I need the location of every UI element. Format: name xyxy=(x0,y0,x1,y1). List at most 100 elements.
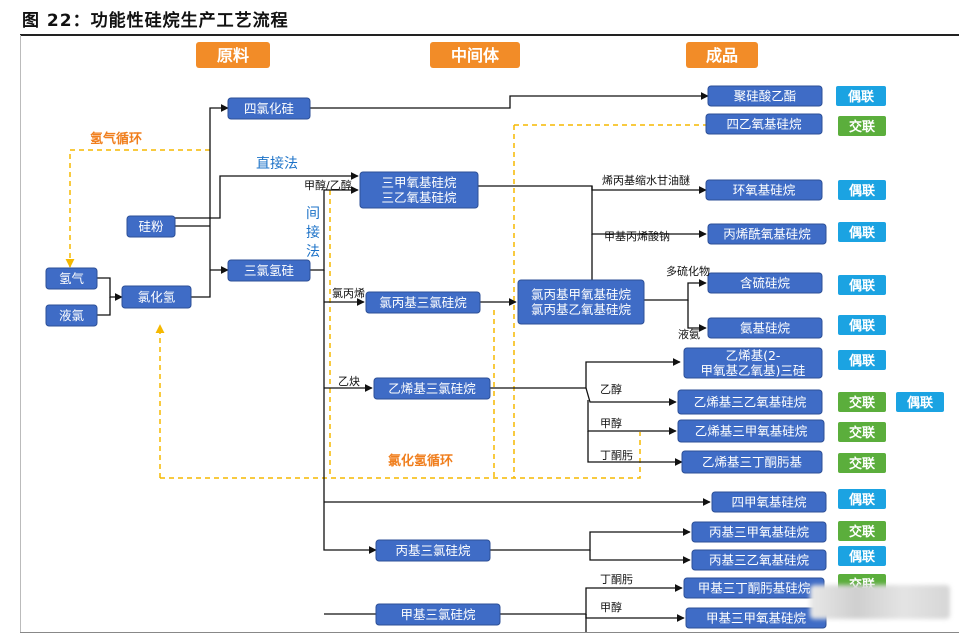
node-p-13: 丙基三乙氧基硅烷 xyxy=(691,549,827,571)
svg-text:偶联: 偶联 xyxy=(849,183,875,199)
svg-text:交联: 交联 xyxy=(849,119,875,135)
svg-text:偶联: 偶联 xyxy=(849,225,875,241)
svg-text:乙烯基三甲氧基硅烷: 乙烯基三甲氧基硅烷 xyxy=(695,424,808,439)
node-p-8: 乙烯基三乙氧基硅烷 xyxy=(677,389,823,415)
badge-b-8b: 偶联 xyxy=(896,392,944,412)
svg-text:丙烯酰氧基硅烷: 丙烯酰氧基硅烷 xyxy=(723,227,811,242)
svg-text:交联: 交联 xyxy=(849,456,875,472)
node-p-11: 四甲氧基硅烷 xyxy=(711,491,827,513)
figure-title: 图 22：功能性硅烷生产工艺流程 xyxy=(22,11,289,31)
badge-b-5: 偶联 xyxy=(838,275,886,295)
svg-text:氯化氢: 氯化氢 xyxy=(138,290,176,305)
svg-text:多硫化物: 多硫化物 xyxy=(666,264,710,278)
svg-text:三氯氢硅: 三氯氢硅 xyxy=(244,263,294,278)
svg-text:甲醇: 甲醇 xyxy=(600,600,622,614)
badge-b-6: 偶联 xyxy=(838,315,886,335)
node-n-hcl: 氯化氢 xyxy=(121,285,192,309)
label-l-acetylene: 乙炔 xyxy=(338,375,360,388)
node-n-tcs: 三氯氢硅 xyxy=(227,259,311,282)
svg-text:甲醇: 甲醇 xyxy=(600,416,622,430)
node-n-lcl: 液氯 xyxy=(45,304,98,327)
node-p-12: 丙基三甲氧基硅烷 xyxy=(691,521,827,543)
svg-text:四乙氧基硅烷: 四乙氧基硅烷 xyxy=(726,117,802,132)
node-p-4: 丙烯酰氧基硅烷 xyxy=(707,223,827,245)
svg-text:烯丙基缩水甘油醚: 烯丙基缩水甘油醚 xyxy=(602,173,690,187)
frame-left-rule xyxy=(20,35,21,632)
svg-text:氢气: 氢气 xyxy=(59,271,85,286)
svg-text:交联: 交联 xyxy=(849,395,875,411)
svg-text:甲醇/乙醇: 甲醇/乙醇 xyxy=(304,178,352,192)
node-n-h2: 氢气 xyxy=(45,267,98,290)
svg-text:氯化氢循环: 氯化氢循环 xyxy=(388,453,453,469)
svg-text:氢气循环: 氢气循环 xyxy=(90,131,142,147)
node-n-ptc: 丙基三氯硅烷 xyxy=(375,539,491,562)
badge-b-4: 偶联 xyxy=(838,222,886,242)
flow-lines xyxy=(97,92,711,632)
node-p-2: 四乙氧基硅烷 xyxy=(705,113,823,135)
node-p-15: 甲基三甲氧基硅烷 xyxy=(685,607,827,629)
frame-bottom-rule xyxy=(20,632,959,633)
svg-text:丁酮肟: 丁酮肟 xyxy=(600,573,633,586)
svg-text:丙基三氯硅烷: 丙基三氯硅烷 xyxy=(395,543,471,558)
svg-text:乙烯基三氯硅烷: 乙烯基三氯硅烷 xyxy=(388,381,476,396)
node-n-si: 硅粉 xyxy=(126,215,176,238)
svg-text:丙基三甲氧基硅烷: 丙基三甲氧基硅烷 xyxy=(709,525,810,540)
node-n-vtc: 乙烯基三氯硅烷 xyxy=(373,377,491,400)
svg-text:环氧基硅烷: 环氧基硅烷 xyxy=(733,183,796,198)
label-l-direct: 直接法 xyxy=(256,155,298,172)
svg-text:间接法: 间接法 xyxy=(306,206,320,260)
node-p-14: 甲基三丁酮肟基硅烷 xyxy=(683,577,825,599)
svg-text:乙烯基三丁酮肟基: 乙烯基三丁酮肟基 xyxy=(702,455,803,470)
label-l-meoh2: 甲醇 xyxy=(600,600,622,614)
svg-text:含硫硅烷: 含硫硅烷 xyxy=(740,276,791,291)
label-l-meoh-etoh: 甲醇/乙醇 xyxy=(304,178,352,192)
column-header-h-out: 成品 xyxy=(686,42,758,68)
svg-text:成品: 成品 xyxy=(706,46,738,65)
svg-text:乙炔: 乙炔 xyxy=(338,375,360,388)
svg-text:硅粉: 硅粉 xyxy=(138,219,164,234)
node-p-9: 乙烯基三甲氧基硅烷 xyxy=(677,419,825,443)
svg-text:甲基三甲氧基硅烷: 甲基三甲氧基硅烷 xyxy=(706,611,807,626)
svg-text:乙烯基(2-甲氧基乙氧基)三硅: 乙烯基(2-甲氧基乙氧基)三硅 xyxy=(701,348,806,378)
badge-b-2: 交联 xyxy=(838,116,886,136)
badge-b-3: 偶联 xyxy=(838,180,886,200)
label-l-mekoxime2: 丁酮肟 xyxy=(600,573,633,586)
svg-text:氨基硅烷: 氨基硅烷 xyxy=(740,321,791,336)
node-p-5: 含硫硅烷 xyxy=(707,272,823,294)
label-l-ammonia: 液氨 xyxy=(678,327,700,341)
badge-b-10: 交联 xyxy=(838,453,886,473)
svg-text:丙基三乙氧基硅烷: 丙基三乙氧基硅烷 xyxy=(709,553,810,568)
node-n-cpt: 氯丙基三氯硅烷 xyxy=(365,291,481,314)
label-l-methacrylate: 甲基丙烯酸钠 xyxy=(604,229,670,243)
svg-text:甲基丙烯酸钠: 甲基丙烯酸钠 xyxy=(604,229,670,243)
svg-text:交联: 交联 xyxy=(849,425,875,441)
svg-text:乙烯基三乙氧基硅烷: 乙烯基三乙氧基硅烷 xyxy=(694,395,807,410)
label-l-meoh: 甲醇 xyxy=(600,416,622,430)
svg-text:中间体: 中间体 xyxy=(451,46,500,65)
node-p-7: 乙烯基(2-甲氧基乙氧基)三硅 xyxy=(683,347,823,379)
node-p-1: 聚硅酸乙酯 xyxy=(707,85,823,107)
svg-text:偶联: 偶联 xyxy=(849,318,875,334)
node-p-10: 乙烯基三丁酮肟基 xyxy=(681,450,823,474)
badge-b-8a: 交联 xyxy=(838,392,886,412)
node-p-6: 氨基硅烷 xyxy=(707,317,823,339)
node-n-tms: 三甲氧基硅烷三乙氧基硅烷 xyxy=(359,171,479,209)
node-n-sicl4: 四氯化硅 xyxy=(227,97,311,120)
svg-text:四甲氧基硅烷: 四甲氧基硅烷 xyxy=(731,495,807,510)
badge-b-13: 偶联 xyxy=(838,546,886,566)
svg-text:液氨: 液氨 xyxy=(678,327,700,341)
label-l-hclcycle: 氯化氢循环 xyxy=(388,453,453,469)
badge-b-7: 偶联 xyxy=(838,350,886,370)
label-l-polysulfide: 多硫化物 xyxy=(666,264,710,278)
svg-text:四氯化硅: 四氯化硅 xyxy=(244,101,294,116)
badge-b-9: 交联 xyxy=(838,422,886,442)
badge-b-11: 偶联 xyxy=(838,489,886,509)
svg-text:三甲氧基硅烷三乙氧基硅烷: 三甲氧基硅烷三乙氧基硅烷 xyxy=(381,175,457,205)
label-l-glycidyl: 烯丙基缩水甘油醚 xyxy=(602,173,690,187)
svg-text:甲基三氯硅烷: 甲基三氯硅烷 xyxy=(400,607,476,622)
node-p-3: 环氧基硅烷 xyxy=(705,179,823,201)
svg-text:氯丙基三氯硅烷: 氯丙基三氯硅烷 xyxy=(379,295,467,310)
column-header-h-raw: 原料 xyxy=(196,42,270,68)
svg-text:氯丙基甲氧基硅烷氯丙基乙氧基硅烷: 氯丙基甲氧基硅烷氯丙基乙氧基硅烷 xyxy=(531,287,632,317)
svg-text:交联: 交联 xyxy=(849,524,875,540)
